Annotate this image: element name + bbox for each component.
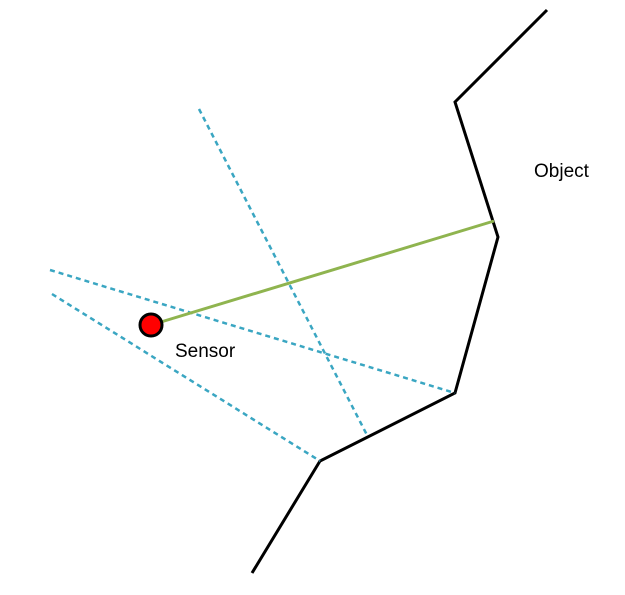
- dashed-line-lower-fov: [51, 292, 321, 463]
- sensor-label: Sensor: [175, 341, 236, 362]
- dashed-line-upper-fov: [49, 268, 456, 395]
- object-outline: [250, 8, 549, 574]
- dashed-line-diagonal: [197, 108, 370, 438]
- object-label: Object: [534, 161, 589, 182]
- sensor-ray: [150, 219, 495, 327]
- sensor-point: [138, 312, 164, 338]
